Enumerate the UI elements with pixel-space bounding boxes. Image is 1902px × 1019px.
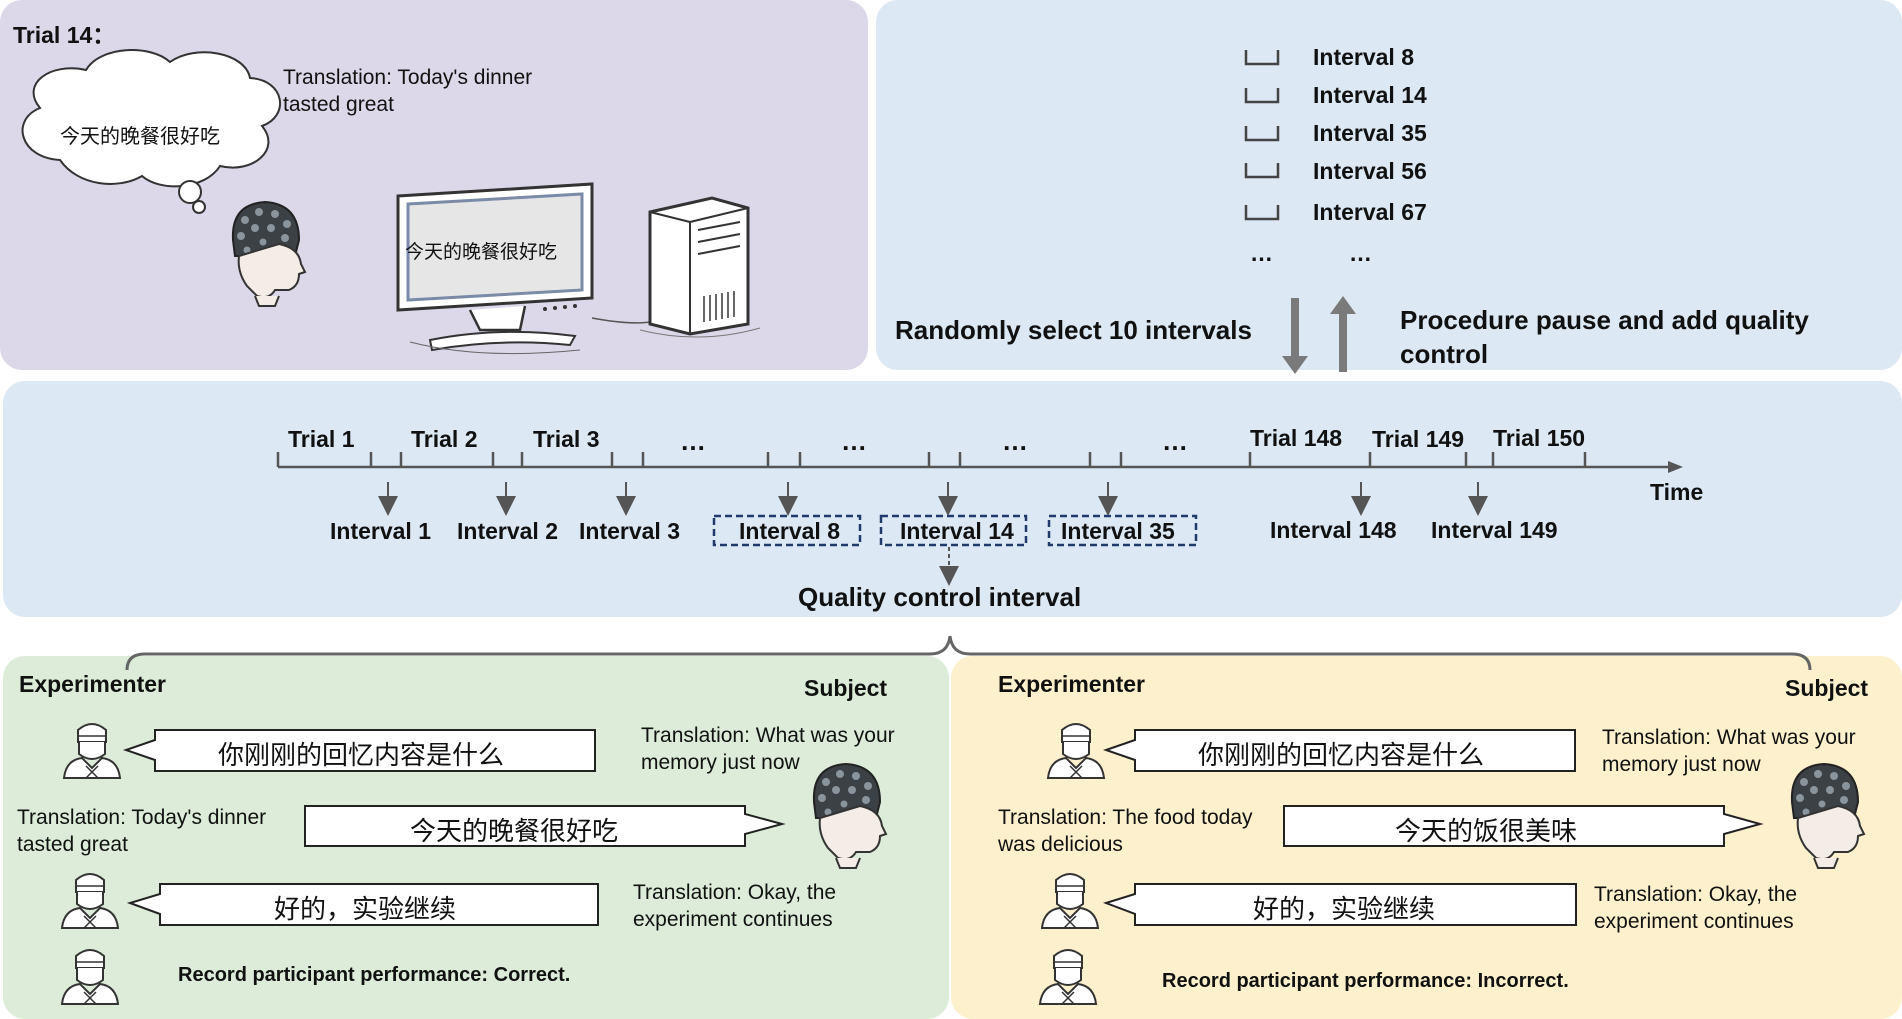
interval-label: Interval 149 — [1431, 517, 1558, 543]
trial-label: Trial 3 — [533, 426, 600, 452]
trial-label: Trial 149 — [1372, 426, 1465, 452]
screen-text: 今天的晚餐很好吃 — [405, 241, 558, 263]
interval-list-item: Interval 8 — [1313, 44, 1414, 70]
answer-text: 今天的饭很美味 — [1395, 817, 1578, 847]
interval-list-item: Interval 35 — [1313, 120, 1427, 146]
tray-icon — [1244, 124, 1280, 142]
trial-translation: Translation: Today's dinner tasted great — [283, 66, 533, 116]
doctor-icon — [1041, 873, 1099, 929]
interval-label-selected: Interval 35 — [1061, 518, 1175, 544]
speech-bubble-icon — [1102, 729, 1576, 772]
question-text: 你刚刚的回忆内容是什么 — [218, 741, 505, 771]
monitor-icon — [396, 182, 651, 355]
answer-translation: Translation: The food today was deliciou… — [998, 806, 1253, 856]
reply-translation: Translation: Okay, the experiment contin… — [1594, 883, 1798, 933]
trial-label: Trial 2 — [411, 426, 478, 452]
question-translation: Translation: What was your memory just n… — [1602, 726, 1856, 776]
pause-label: Procedure pause and add quality control — [1400, 305, 1809, 369]
experimenter-label: Experimenter — [19, 671, 167, 697]
speech-bubble-icon — [1102, 883, 1577, 926]
trial-ellipsis: … — [1002, 426, 1028, 456]
incorrect-dialog-graphics — [1039, 723, 1865, 1005]
doctor-icon — [61, 949, 119, 1005]
interval-label-selected: Interval 8 — [739, 518, 840, 544]
interval-label: Interval 1 — [330, 518, 431, 544]
thought-text: 今天的晚餐很好吃 — [60, 124, 220, 148]
select-label: Randomly select 10 intervals — [895, 315, 1252, 345]
eeg-cap-head-icon — [812, 763, 887, 869]
speech-bubble-icon — [122, 729, 596, 772]
trial-title: Trial 14： — [13, 22, 116, 48]
doctor-icon — [1039, 949, 1097, 1005]
speech-bubble-icon — [126, 883, 599, 926]
trial-ellipsis: … — [680, 426, 706, 456]
timeline-axis — [276, 452, 1683, 473]
experimenter-label: Experimenter — [998, 671, 1146, 697]
qc-label: Quality control interval — [798, 582, 1082, 612]
tray-icon — [1244, 203, 1280, 221]
subject-label: Subject — [1785, 675, 1869, 701]
subject-label: Subject — [804, 675, 888, 701]
tray-icon — [1244, 48, 1280, 66]
thought-cloud-icon — [21, 49, 282, 214]
interval-list-ellipsis: … — [1349, 240, 1372, 266]
interval-list-item: Interval 67 — [1313, 199, 1427, 225]
doctor-icon — [63, 723, 121, 779]
brace — [125, 635, 1812, 671]
speech-bubble-icon — [304, 805, 786, 847]
interval-label-selected: Interval 14 — [900, 518, 1014, 544]
select-pause-arrows — [1282, 296, 1356, 374]
trial-label: Trial 150 — [1493, 425, 1586, 451]
reply-text: 好的，实验继续 — [1253, 895, 1436, 925]
tray-icon — [1244, 161, 1280, 179]
eeg-cap-head-icon — [231, 201, 306, 307]
question-text: 你刚刚的回忆内容是什么 — [1198, 741, 1485, 771]
answer-text: 今天的晚餐很好吃 — [410, 817, 619, 847]
record-correct: Record participant performance: Correct. — [178, 964, 571, 986]
interval-list-panel — [876, 0, 1902, 370]
question-translation: Translation: What was your memory just n… — [641, 724, 895, 774]
doctor-icon — [1047, 723, 1105, 779]
pc-tower-icon — [639, 196, 761, 338]
interval-label: Interval 148 — [1270, 517, 1397, 543]
trial-label: Trial 1 — [288, 426, 355, 452]
reply-translation: Translation: Okay, the experiment contin… — [633, 881, 837, 931]
answer-translation: Translation: Today's dinner tasted great — [17, 806, 267, 856]
interval-label: Interval 3 — [579, 518, 680, 544]
doctor-icon — [61, 873, 119, 929]
trial-label: Trial 148 — [1250, 425, 1343, 451]
interval-label: Interval 2 — [457, 518, 558, 544]
interval-list-ellipsis: … — [1250, 240, 1273, 266]
interval-list-item: Interval 14 — [1313, 82, 1427, 108]
trial-ellipsis: … — [841, 426, 867, 456]
eeg-cap-head-icon — [1790, 763, 1865, 869]
trial-ellipsis: … — [1162, 426, 1188, 456]
interval-list-item: Interval 56 — [1313, 158, 1427, 184]
interval-arrows — [378, 482, 1488, 586]
tray-icon — [1244, 86, 1280, 104]
time-label: Time — [1650, 479, 1704, 505]
interval-tray-icons — [1244, 48, 1280, 221]
record-incorrect: Record participant performance: Incorrec… — [1162, 970, 1569, 992]
correct-dialog-graphics — [61, 723, 887, 1005]
dashed-interval-boxes — [712, 514, 1198, 547]
reply-text: 好的，实验继续 — [274, 895, 457, 925]
speech-bubble-icon — [1283, 805, 1764, 847]
